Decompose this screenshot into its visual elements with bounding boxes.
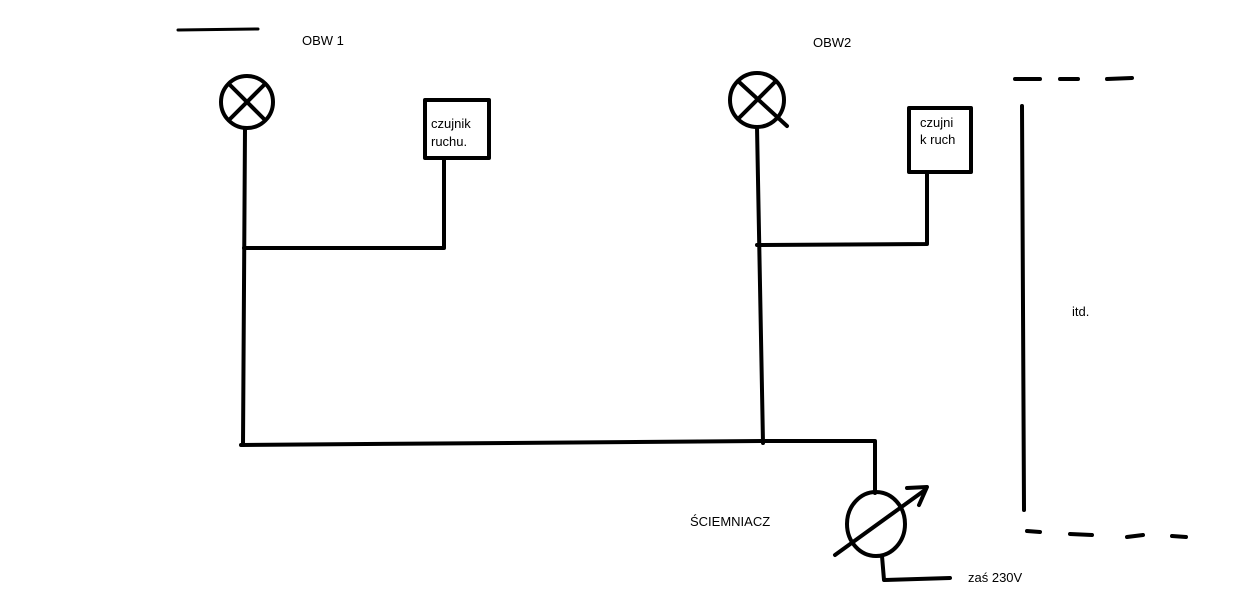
lamp-2-icon — [728, 71, 789, 129]
circuit2-vertical-wire — [755, 125, 765, 445]
continuation-bracket — [1013, 76, 1188, 539]
continuation-label: itd. — [1072, 304, 1089, 319]
sensor2-label-line1: czujni — [920, 115, 953, 130]
dimmer-label: ŚCIEMNIACZ — [690, 514, 770, 529]
main-bus-wire — [239, 439, 877, 495]
sensor1-label-line1: czujnik — [431, 116, 471, 131]
circuit2-label: OBW2 — [813, 35, 851, 50]
circuit1-label: OBW 1 — [302, 33, 344, 48]
circuit1-sensor-wire — [242, 156, 446, 250]
stray-stroke — [176, 27, 260, 32]
supply-label: zaś 230V — [968, 570, 1023, 585]
sensor1-label-line2: ruchu. — [431, 134, 467, 149]
sensor2-label-line2: k ruch — [920, 132, 955, 147]
lamp-1-icon — [219, 74, 275, 130]
motion-sensor-2: czujni k ruch — [907, 106, 973, 174]
motion-sensor-1: czujnik ruchu. — [423, 98, 491, 160]
supply-wire — [880, 554, 952, 582]
circuit1-vertical-wire — [241, 126, 247, 447]
circuit2-sensor-wire — [755, 170, 929, 247]
dimmer-icon — [833, 485, 929, 558]
